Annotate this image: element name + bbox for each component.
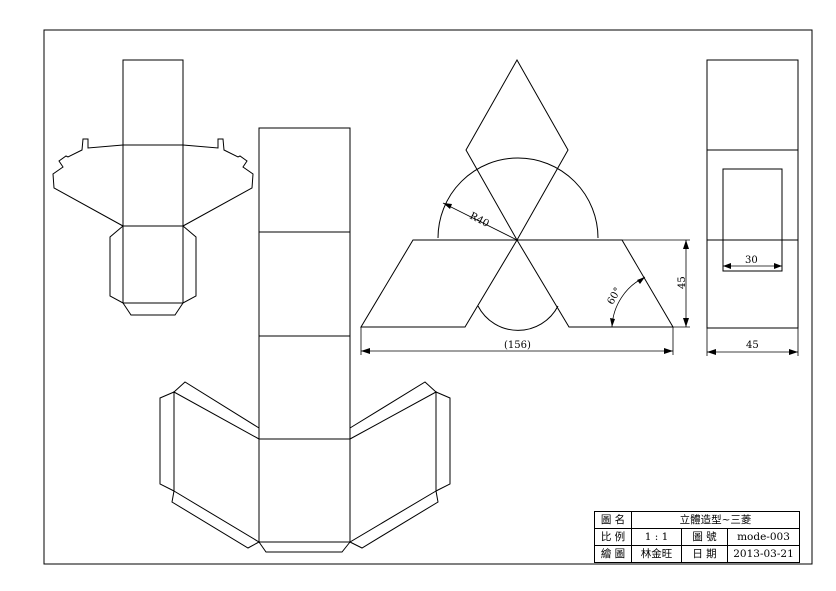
drawing-frame — [43, 29, 813, 565]
diamond-top — [465, 58, 569, 242]
radius-dim: R40 — [468, 211, 491, 230]
three-diamond-logo: R40 45 60° (156) — [360, 58, 690, 355]
angle-dim: 60° — [606, 286, 624, 307]
side-width-dim: 45 — [746, 340, 759, 351]
logo-arc-lower — [477, 305, 559, 331]
net2-column — [258, 127, 351, 543]
drawing-name: 立體造型~三菱 — [630, 511, 801, 529]
side-view: 30 45 — [706, 59, 799, 356]
drawing-name-label: 圖 名 — [594, 511, 632, 529]
drawing-no-label: 圖 號 — [681, 528, 728, 546]
inner-width-dim: 30 — [745, 255, 758, 266]
drafter-name: 林金旺 — [631, 545, 682, 563]
diamond-left — [360, 239, 518, 328]
scale-label: 比 例 — [594, 528, 632, 546]
drafter-label: 繪 圖 — [594, 545, 632, 563]
net1-top-strip — [122, 59, 184, 227]
date-value: 2013-03-21 — [726, 545, 801, 563]
drawing-no: mode-003 — [726, 528, 801, 546]
net2-right-wing — [349, 391, 437, 543]
logo-arc — [437, 157, 599, 239]
scale-value: 1 : 1 — [631, 528, 682, 546]
side-view-outline — [706, 59, 799, 329]
net-small-fan — [52, 59, 254, 316]
net1-left-fan — [52, 138, 124, 227]
net1-right-fan — [182, 138, 254, 227]
net2-left-wing — [173, 391, 260, 543]
side-view-window — [722, 168, 783, 272]
width-dim: (156) — [504, 340, 531, 351]
title-block: 圖 名 立體造型~三菱 比 例 1 : 1 圖 號 mode-003 繪 圖 林… — [594, 511, 801, 563]
height-dim: 45 — [677, 276, 688, 289]
net-large-column — [159, 127, 451, 553]
date-label: 日 期 — [681, 545, 728, 563]
diamond-right — [516, 239, 674, 328]
